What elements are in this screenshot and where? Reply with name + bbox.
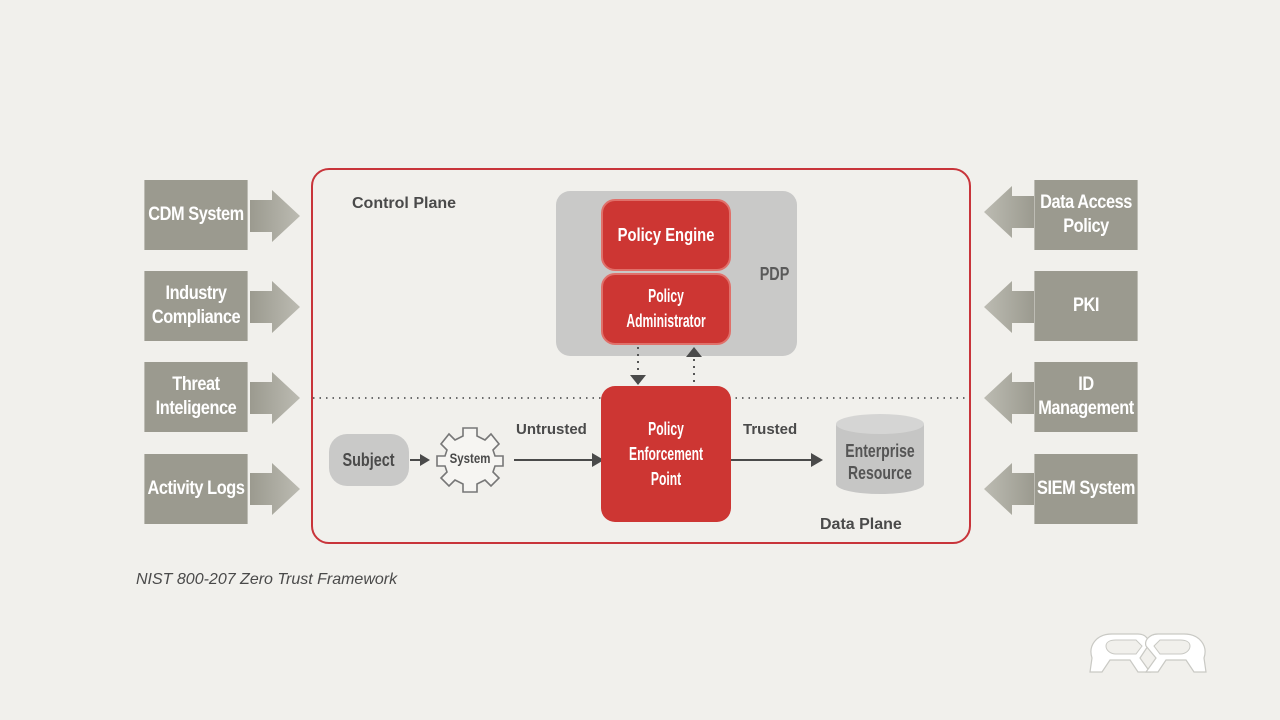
diagram-caption: NIST 800-207 Zero Trust Framework — [136, 571, 398, 588]
subject-box: Subject — [329, 434, 409, 486]
right-arrow-icon — [250, 463, 300, 515]
input-label: SIEM System — [1037, 478, 1135, 499]
pep-to-pa-arrow — [686, 347, 702, 387]
pep-label: Policy — [648, 418, 684, 439]
policy-administrator-label: Administrator — [626, 311, 706, 331]
right-arrow-icon — [250, 190, 300, 242]
enterprise-resource-box: Enterprise Resource — [834, 440, 926, 484]
left-arrow-icon — [984, 281, 1034, 333]
input-label: Policy — [1063, 216, 1109, 237]
rr-logo-icon — [1089, 633, 1207, 673]
input-label: Management — [1038, 398, 1134, 419]
data-plane-title: Data Plane — [820, 516, 902, 533]
input-label: CDM System — [148, 204, 244, 225]
input-label: PKI — [1073, 295, 1099, 316]
enterprise-resource-label: Resource — [847, 463, 912, 483]
database-icon — [836, 414, 924, 494]
right-arrow-icon — [250, 281, 300, 333]
zero-trust-frame — [311, 168, 971, 544]
untrusted-label: Untrusted — [516, 421, 587, 438]
pdp-label: PDP — [759, 264, 790, 284]
trusted-arrow — [731, 453, 823, 467]
input-label: Inteligence — [155, 398, 237, 419]
left-arrow-icon — [984, 186, 1034, 238]
policy-engine-label: Policy Engine — [617, 224, 715, 245]
input-label: Threat — [172, 374, 220, 395]
pep-label: Point — [650, 468, 682, 489]
system-gear-icon — [436, 427, 504, 493]
input-label: Data Access — [1040, 192, 1132, 213]
subject-to-system-arrow — [410, 454, 430, 466]
trusted-label: Trusted — [743, 421, 798, 438]
plane-divider — [313, 397, 969, 399]
policy-engine-box: Policy Engine — [601, 199, 731, 271]
left-arrow-icon — [984, 463, 1034, 515]
left-arrow-icon — [984, 372, 1034, 424]
right-arrow-icon — [250, 372, 300, 424]
system-label: System — [449, 450, 491, 466]
pa-to-pep-arrow — [630, 347, 646, 385]
input-label: Activity Logs — [147, 478, 245, 499]
pep-label: Enforcement — [629, 443, 703, 464]
enterprise-resource-label: Enterprise — [845, 441, 915, 461]
policy-administrator-label: Policy — [648, 286, 684, 306]
control-plane-title: Control Plane — [352, 195, 457, 212]
input-label: ID — [1078, 374, 1094, 395]
input-label: Industry — [165, 283, 227, 304]
subject-label: Subject — [342, 449, 395, 470]
input-label: Compliance — [151, 307, 241, 328]
untrusted-arrow — [514, 453, 604, 467]
